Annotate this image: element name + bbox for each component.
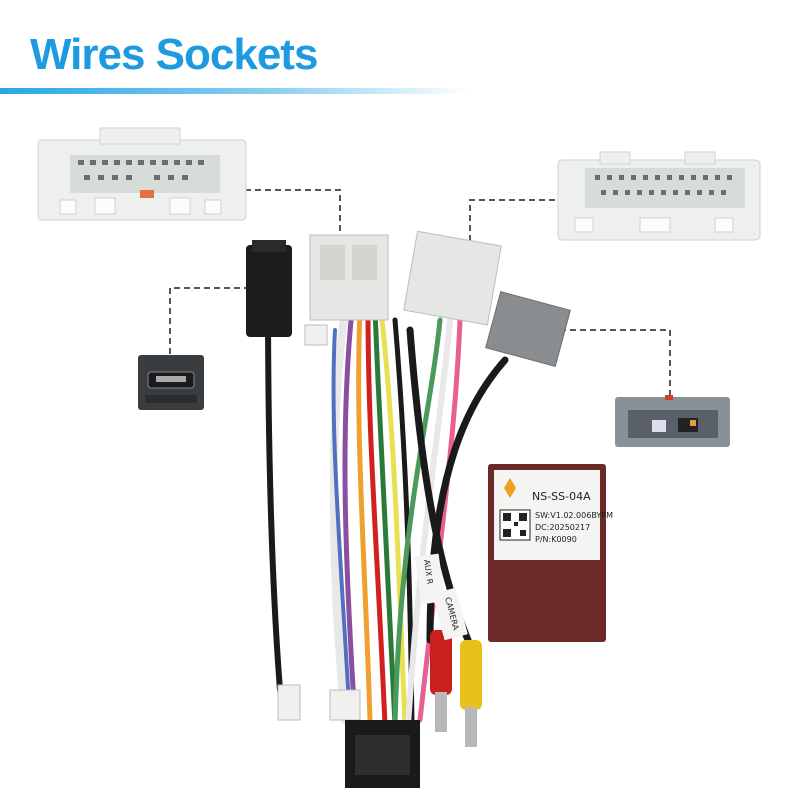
leader-line-top-right [469,199,555,265]
decoder-module [488,464,606,642]
small-white-plugs [277,324,361,721]
leader-line-right-plug [540,329,671,395]
harness-connector-grey [485,291,571,367]
mini-usb-socket [138,355,204,410]
usb-plug-black [246,240,292,337]
rca-plug-red [430,630,452,732]
harness-connector-right [403,230,502,326]
right-grey-socket [615,395,730,447]
bottom-black-connector [345,720,420,788]
top-right-connector [557,151,761,241]
leader-line-mini-usb [169,287,250,355]
rca-plug-yellow [460,640,482,747]
page-title: Wires Sockets [30,30,318,79]
top-left-connector [37,127,247,221]
harness-connector-left [309,234,389,321]
title-underline [0,88,470,94]
